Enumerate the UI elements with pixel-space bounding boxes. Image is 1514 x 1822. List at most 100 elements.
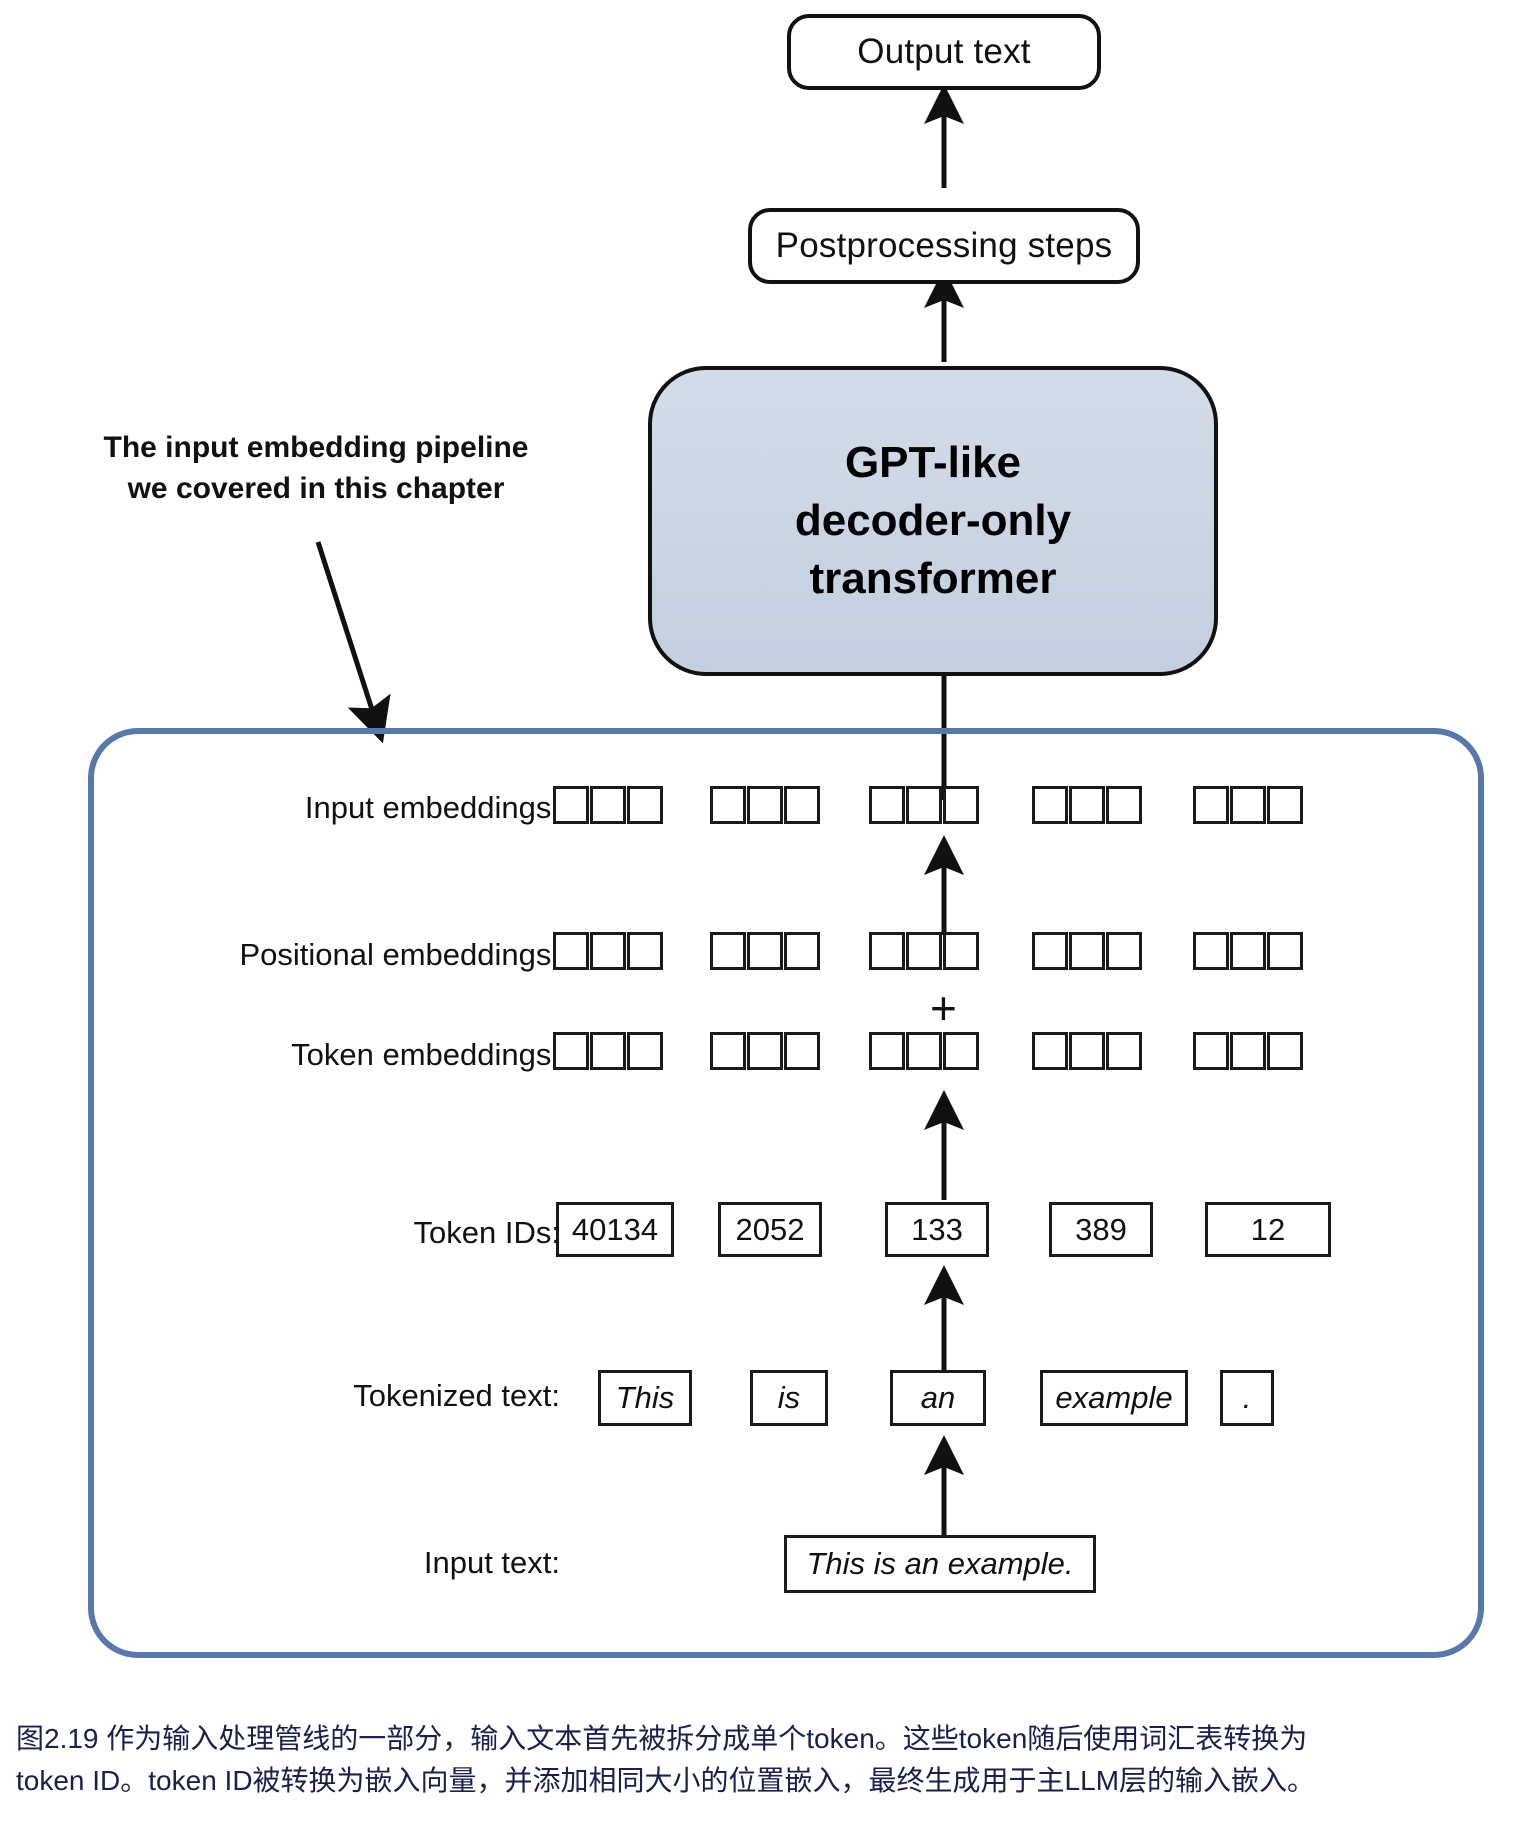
embedding-cell [784,932,820,970]
embedding-cell [553,932,589,970]
embedding-cell [627,1032,663,1070]
embedding-cell [1106,786,1142,824]
embedding-cell [906,932,942,970]
token-embeddings-group-2 [710,1032,820,1070]
input-pipeline-container [88,728,1484,1658]
callout-annotation: The input embedding pipeline we covered … [96,428,536,509]
embedding-cell [784,1032,820,1070]
token-value: example [1055,1380,1173,1415]
positional-embeddings-label: Positional embeddings: [239,937,560,972]
embedding-cell [1032,1032,1068,1070]
caption-line-2: token ID。token ID被转换为嵌入向量，并添加相同大小的位置嵌入，最… [16,1765,1316,1796]
token-embeddings-group-3 [869,1032,979,1070]
token-id-value: 133 [911,1211,963,1247]
embedding-cell [1106,932,1142,970]
embedding-cell [943,786,979,824]
embedding-cell [1069,932,1105,970]
transformer-line-3: transformer [809,554,1057,604]
embedding-cell [590,786,626,824]
figure-caption: 图2.19 作为输入处理管线的一部分，输入文本首先被拆分成单个token。这些t… [16,1718,1506,1802]
input-embeddings-group-2 [710,786,820,824]
embedding-cell [869,786,905,824]
embedding-cell [869,932,905,970]
embedding-cell [1230,932,1266,970]
token-id-value: 12 [1250,1211,1286,1247]
embedding-cell [590,1032,626,1070]
tokenized-text-label: Tokenized text: [353,1378,560,1413]
embedding-cell [906,786,942,824]
positional-embeddings-group-3 [869,932,979,970]
token-box-1: This [598,1370,692,1426]
embedding-cell [943,932,979,970]
output-text-label: Output text [857,32,1031,71]
input-text-box: This is an example. [784,1535,1096,1593]
token-value: is [777,1380,801,1415]
token-box-5: . [1220,1370,1274,1426]
embedding-cell [553,1032,589,1070]
token-value: This [615,1380,675,1415]
plus-operator: + [930,982,957,1034]
postprocessing-box: Postprocessing steps [748,208,1140,284]
embedding-cell [1032,932,1068,970]
token-embeddings-label: Token embeddings: [291,1037,560,1072]
token-id-box-3: 133 [885,1202,989,1257]
embedding-cell [1267,786,1303,824]
token-id-box-5: 12 [1205,1202,1331,1257]
token-box-3: an [890,1370,986,1426]
output-text-box: Output text [787,14,1101,90]
embedding-cell [710,1032,746,1070]
embedding-cell [590,932,626,970]
token-id-box-2: 2052 [718,1202,822,1257]
callout-line-2: we covered in this chapter [127,471,505,505]
token-embeddings-group-5 [1193,1032,1303,1070]
embedding-cell [1069,1032,1105,1070]
callout-line-1: The input embedding pipeline [103,431,529,464]
input-text-value: This is an example. [806,1546,1074,1581]
embedding-cell [627,786,663,824]
embedding-cell [869,1032,905,1070]
input-embeddings-label: Input embeddings: [304,790,560,825]
embedding-cell [627,932,663,970]
embedding-cell [943,1032,979,1070]
embedding-cell [747,1032,783,1070]
gpt-transformer-block: GPT-like decoder-only transformer [648,366,1218,676]
caption-line-1: 图2.19 作为输入处理管线的一部分，输入文本首先被拆分成单个token。这些t… [16,1723,1308,1754]
token-id-value: 40134 [571,1211,659,1247]
embedding-cell [784,786,820,824]
arrow-callout-pointer [315,541,391,744]
embedding-cell [1230,1032,1266,1070]
input-embeddings-group-5 [1193,786,1303,824]
input-text-label: Input text: [423,1545,560,1580]
token-value: . [1242,1380,1252,1415]
embedding-cell [1193,786,1229,824]
embedding-cell [1069,786,1105,824]
transformer-line-1: GPT-like [844,437,1022,487]
embedding-cell [747,786,783,824]
token-box-2: is [750,1370,828,1426]
positional-embeddings-group-4 [1032,932,1142,970]
embedding-cell [553,786,589,824]
token-id-value: 389 [1075,1211,1127,1247]
token-id-value: 2052 [735,1211,805,1247]
embedding-cell [906,1032,942,1070]
token-id-box-1: 40134 [556,1202,674,1257]
embedding-cell [1193,1032,1229,1070]
token-embeddings-group-1 [553,1032,663,1070]
embedding-cell [1106,1032,1142,1070]
transformer-line-2: decoder-only [794,495,1072,545]
input-embeddings-group-3 [869,786,979,824]
postprocessing-label: Postprocessing steps [775,226,1113,265]
input-embeddings-group-4 [1032,786,1142,824]
positional-embeddings-group-1 [553,932,663,970]
embedding-cell [1230,786,1266,824]
token-ids-label: Token IDs: [413,1215,560,1250]
embedding-cell [1267,932,1303,970]
positional-embeddings-group-5 [1193,932,1303,970]
token-value: an [920,1380,956,1415]
embedding-cell [1267,1032,1303,1070]
embedding-cell [710,932,746,970]
positional-embeddings-group-2 [710,932,820,970]
token-id-box-4: 389 [1049,1202,1153,1257]
embedding-cell [747,932,783,970]
